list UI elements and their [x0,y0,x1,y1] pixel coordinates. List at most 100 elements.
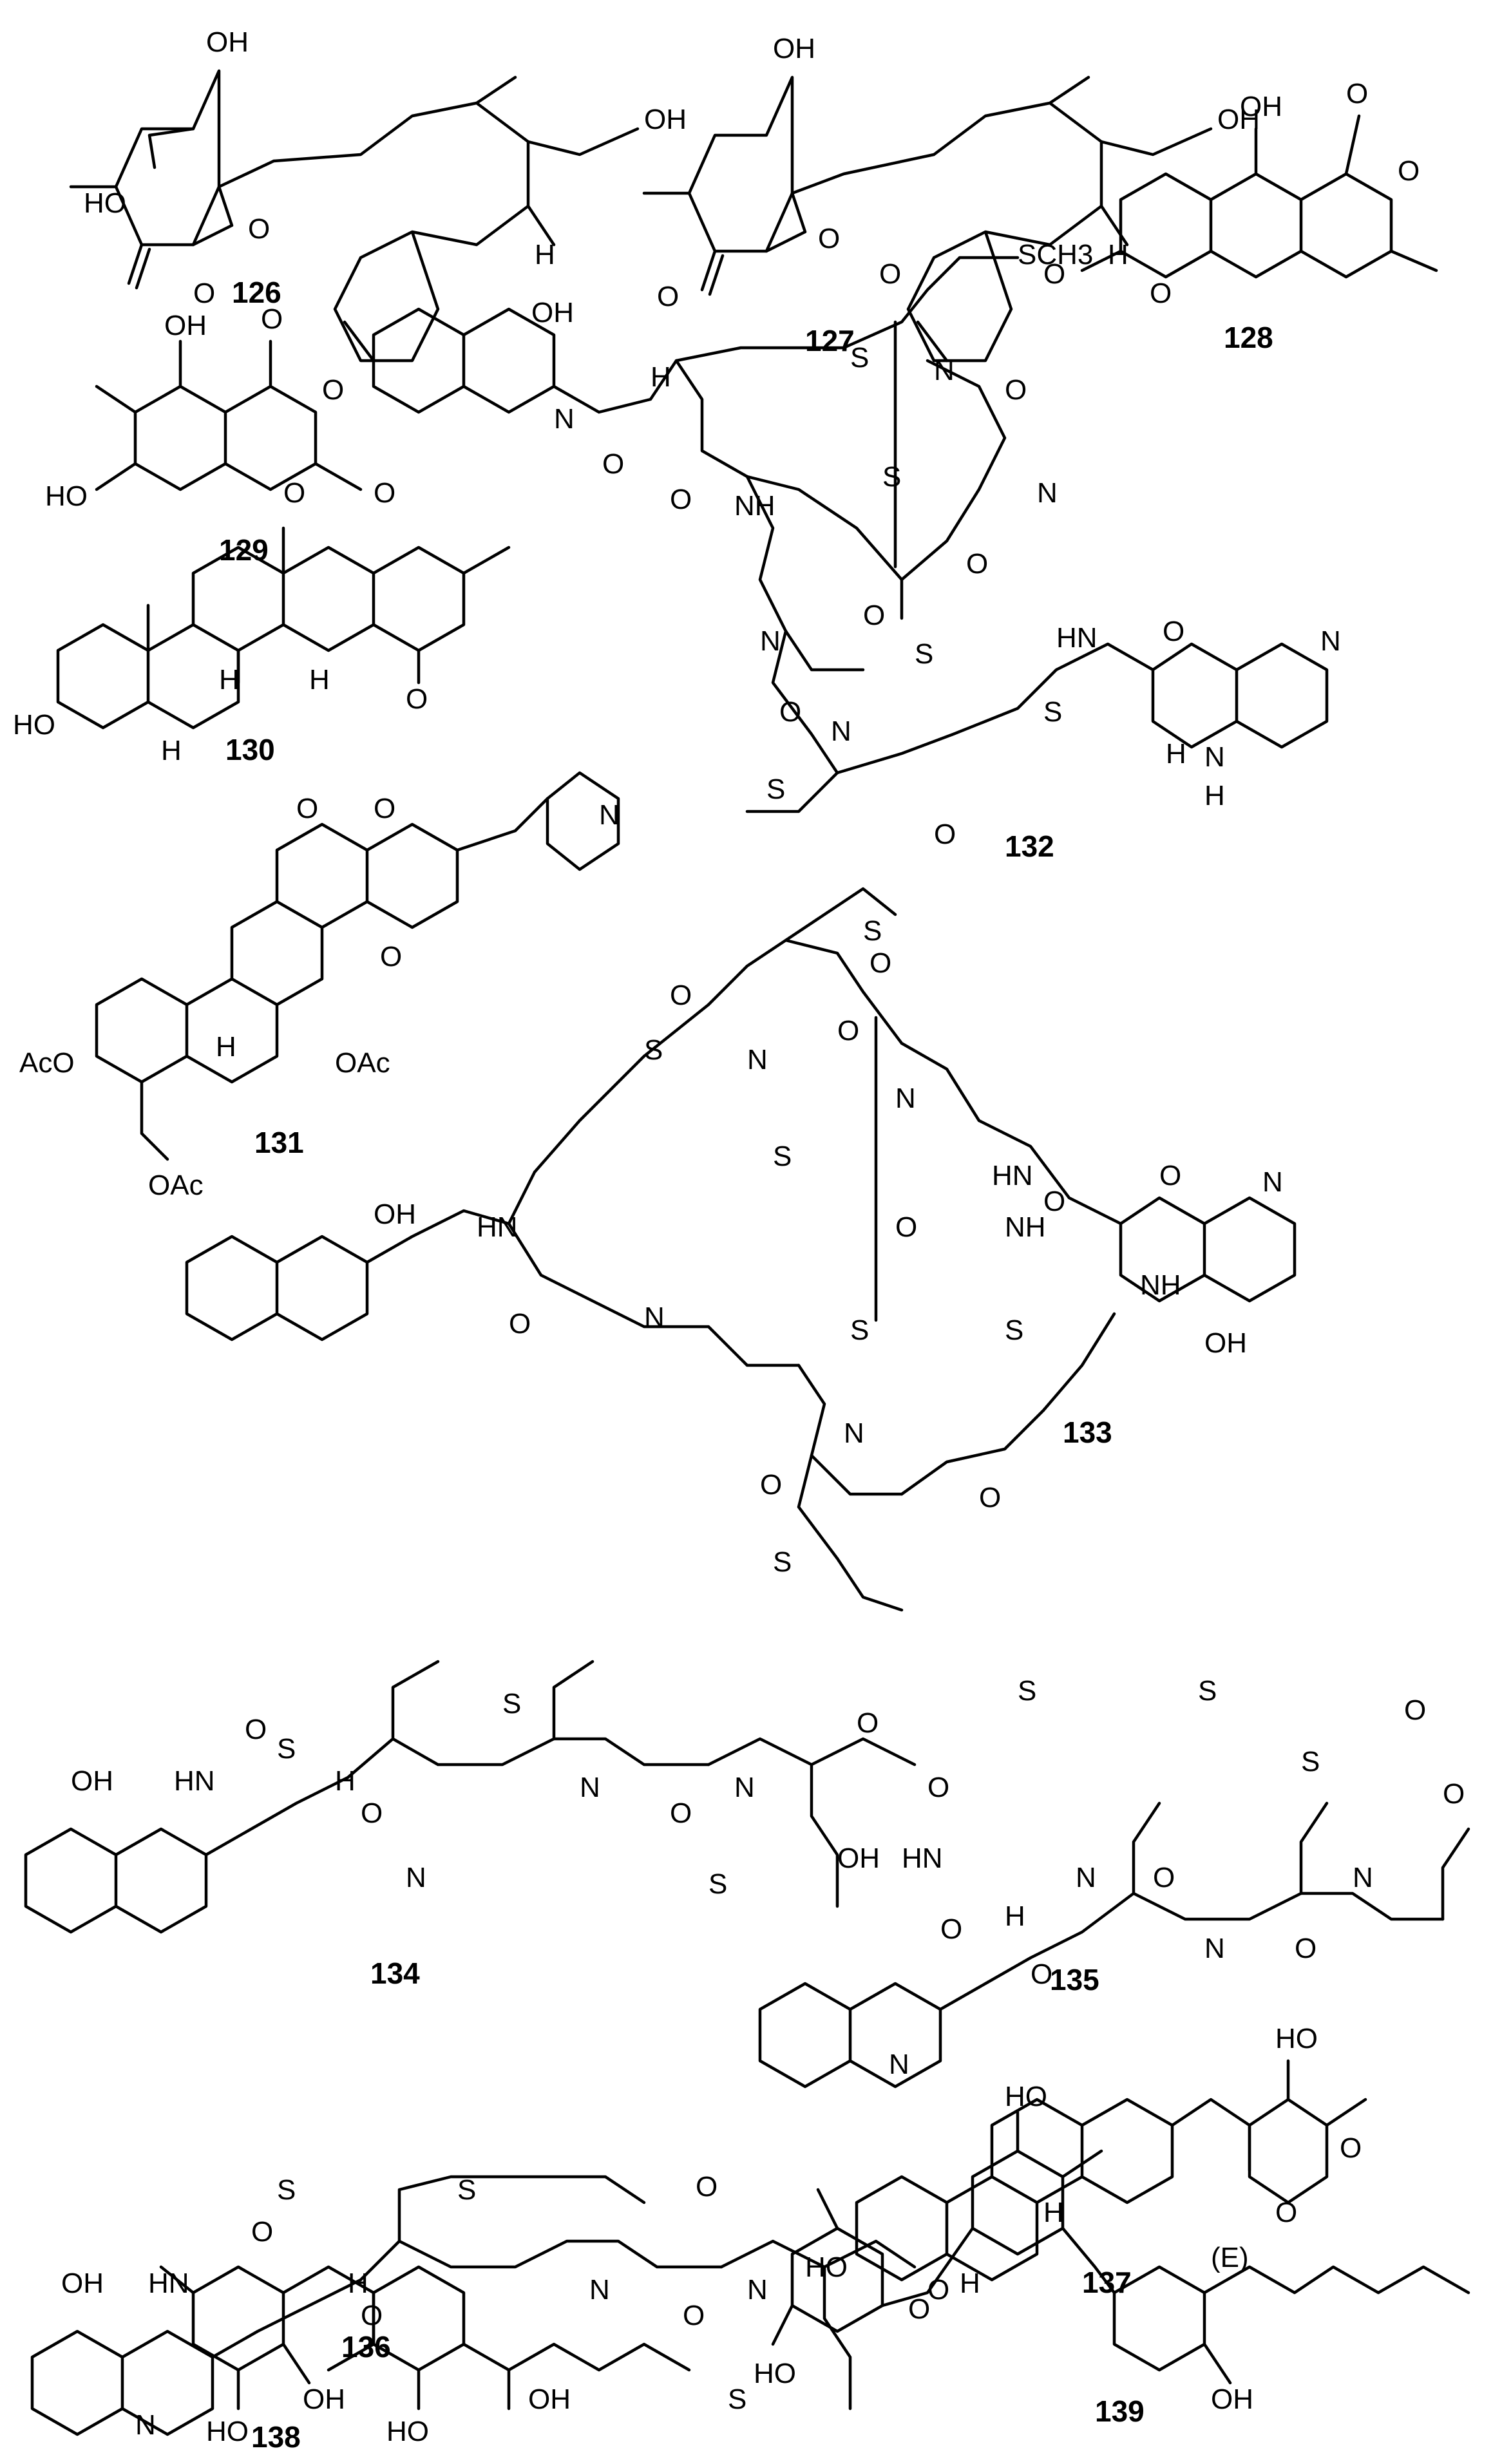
label-126: 126 [232,276,281,309]
atom-139-ho2: HO [754,2358,796,2389]
atom-136-o2: O [251,2216,273,2248]
atom-134-o3: O [670,1797,692,1829]
atom-135-o1: O [1404,1694,1426,1726]
atom-137-h1: H [1043,2197,1064,2228]
atom-132-n5: N [831,716,851,747]
atom-130-o2: O [374,477,395,509]
atom-136-n3: N [135,2409,156,2441]
compound-132: OH N H O S O SCH3 N N O O NH S O HN O N … [372,239,1341,863]
atom-129-o2: O [322,374,344,406]
atom-133-s5: S [1005,1314,1023,1346]
atom-139-e: (E) [1211,2242,1249,2273]
atom-130-o1: O [283,477,305,509]
atom-133-o2: O [870,947,891,979]
atom-129-oh: OH [164,310,207,341]
atom-137-ho1: HO [1275,2023,1318,2054]
atom-126-h: H [535,239,555,270]
atom-136-o3: O [361,2300,383,2331]
atom-127-oh-top: OH [773,33,815,64]
compound-134: S S OH HN H O N N O O O N O S 134 [24,1660,949,1990]
atom-133-nh2: NH [1140,1269,1181,1301]
atom-131-o3: O [380,941,402,972]
atom-130-h1: H [219,664,240,696]
atom-130-ho: HO [13,709,55,741]
atom-137-ho2: HO [805,2251,848,2283]
atom-128-oh: OH [1240,91,1282,122]
atom-132-o7: O [1163,616,1184,647]
atom-138-ho1: HO [206,2416,249,2447]
atom-133-o7: O [509,1308,531,1340]
atom-134-o4: O [857,1707,879,1739]
atom-135-s1: S [1018,1675,1036,1707]
atom-134-n1: N [580,1772,600,1803]
atom-133-o9: O [979,1482,1001,1513]
atom-132-o2: O [879,258,901,290]
atom-132-n6: N [1320,625,1341,657]
atom-134-n2: N [734,1772,755,1803]
atom-132-n2: N [934,355,955,386]
compound-130: O O O HO H H H 130 [13,477,511,766]
label-130: 130 [225,733,275,766]
atom-136-n1: N [589,2274,610,2306]
atom-128-o1: O [1346,78,1368,109]
atom-126-keto: O [193,278,215,309]
atom-132-o6: O [863,600,885,631]
atom-133-o4: O [895,1211,917,1243]
atom-133-o3: O [837,1015,859,1047]
compound-133: O S O S N O N OH HN S O NH O HN O NH N O… [185,887,1297,1612]
atom-134-hn: HN [174,1765,215,1797]
atom-132-s3: S [915,638,933,670]
atom-129-ho: HO [45,480,88,512]
atom-131-aco: AcO [19,1047,75,1079]
atom-132-o5: O [966,548,988,580]
compound-131: O O N O AcO OAc OAc H 131 [19,771,620,1201]
atom-132-o1: O [602,448,624,480]
atom-135-n4: N [889,2049,909,2080]
atom-135-o2: O [940,1913,962,1945]
atom-127-oh: OH [1217,104,1260,135]
atom-132-h: H [651,361,671,393]
atom-133-hn2: HN [992,1160,1033,1191]
atom-136-s1: S [277,2174,296,2206]
atom-134-h: H [335,1765,356,1797]
atom-134-o2: O [361,1797,383,1829]
label-138: 138 [251,2420,301,2454]
atom-132-h3: H [1204,780,1225,811]
atom-130-o3: O [406,683,428,715]
compound-126: OH HO O O H OH 126 [69,26,687,363]
atom-128-o2: O [1398,155,1420,187]
atom-138-oh1: OH [303,2383,345,2415]
atom-135-s3: S [1301,1746,1320,1777]
atom-131-oac1: OAc [335,1047,390,1079]
atom-135-o6: O [1443,1778,1465,1810]
atom-136-oh: OH [61,2268,104,2299]
atom-133-s6: S [773,1546,792,1578]
atom-139-ho1: HO [1005,2081,1047,2112]
atom-135-o5: O [1295,1933,1317,1964]
atom-126-oh-top: OH [206,26,249,58]
atom-135-s2: S [1198,1675,1217,1707]
label-133: 133 [1063,1416,1112,1449]
atom-132-n7: N [1204,741,1225,773]
atom-132-o4: O [670,484,692,515]
atom-139-oh: OH [1211,2383,1253,2415]
atom-132-o9: O [934,819,956,850]
atom-128-o3: O [1043,258,1065,290]
atom-135-o3: O [1031,1958,1052,1990]
atom-136-s2: S [457,2174,476,2206]
compound-136: S S O OH HN H O N N O O N O S 136 [30,2171,949,2441]
atom-132-o3: O [1005,374,1027,406]
label-131: 131 [254,1126,304,1159]
atom-134-n3: N [406,1862,426,1893]
atom-132-s2: S [882,461,901,493]
atom-132-oh: OH [531,297,574,328]
atom-134-o1: O [245,1714,267,1745]
label-132: 132 [1005,829,1054,863]
atom-134-s3: S [708,1868,727,1900]
atom-135-n1: N [1076,1862,1096,1893]
atom-134-oh: OH [71,1765,113,1797]
atom-133-oh2: OH [1204,1327,1247,1359]
atom-131-oac2: OAc [148,1170,204,1201]
atom-136-n2: N [747,2274,768,2306]
